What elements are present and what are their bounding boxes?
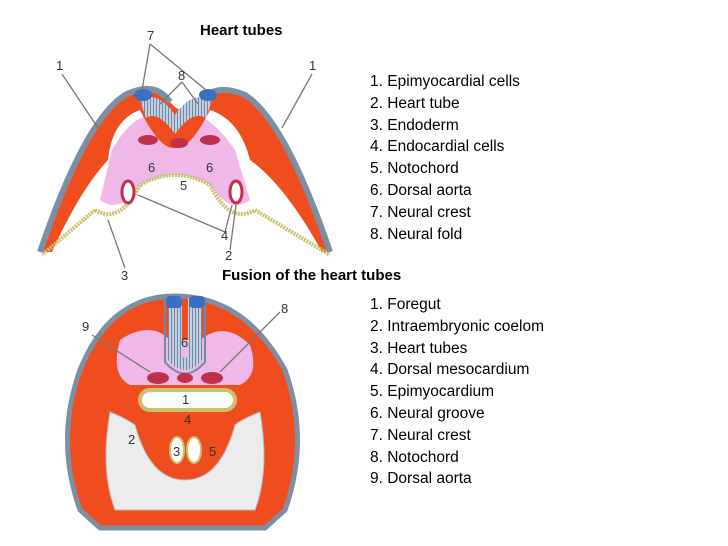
legend-item: 1. Foregut — [370, 296, 441, 313]
legend-item: 6. Dorsal aorta — [370, 181, 472, 199]
neural-groove — [168, 298, 202, 370]
legend-item: 4. Endocardial cells — [370, 138, 505, 156]
callout-5: 5 — [180, 178, 187, 193]
notochord — [177, 373, 193, 383]
neural-crest-right — [199, 89, 217, 101]
callout-1-left: 1 — [56, 58, 63, 73]
dorsal-aorta-left — [138, 135, 158, 145]
callout-3: 3 — [173, 444, 180, 459]
ectoderm-layer — [37, 85, 333, 253]
legend-item: 5. Notochord — [370, 160, 459, 178]
heart-tube-right — [186, 436, 202, 464]
callout-7: 7 — [147, 28, 154, 43]
callout-3: 3 — [121, 268, 128, 280]
callout-6-right: 6 — [206, 160, 213, 175]
notochord — [170, 138, 188, 148]
legend-item: 8. Notochord — [370, 448, 459, 466]
callout-1: 1 — [182, 392, 189, 407]
legend-item: 4. Dorsal mesocardium — [370, 361, 530, 379]
legend-item: 2. Heart tube — [370, 94, 460, 112]
legend-item: 2. Intraembryonic coelom — [370, 317, 545, 335]
callout-4: 4 — [184, 412, 191, 427]
legend-item: 5. Epimyocardium — [370, 383, 495, 401]
fusion-illustration: 9 8 6 1 4 2 3 5 — [65, 293, 300, 531]
heart-tube-left — [169, 436, 185, 464]
legend-item: 1. Epimyocardial cells — [370, 73, 520, 90]
heart-tubes-legend: 1. Epimyocardial cells 2. Heart tube 3. … — [370, 71, 520, 245]
mesoderm-layer — [40, 88, 330, 253]
callout-8: 8 — [281, 301, 288, 316]
legend-item: 7. Neural crest — [370, 426, 471, 444]
neural-plate — [140, 97, 212, 134]
callout-4: 4 — [221, 228, 228, 243]
dorsal-aorta-left — [147, 372, 169, 384]
callout-2: 2 — [128, 432, 135, 447]
heart-tube-right — [228, 179, 244, 205]
callout-1-right: 1 — [309, 58, 316, 73]
dorsal-mesocardium — [180, 412, 190, 430]
neural-crest-right — [189, 296, 205, 308]
callout-8: 8 — [178, 68, 185, 83]
foregut — [138, 388, 237, 412]
dorsal-aorta-right — [200, 135, 220, 145]
intraembryonic-coelom — [105, 411, 265, 511]
fusion-title: Fusion of the heart tubes — [222, 267, 402, 284]
neural-crest-left — [134, 89, 152, 101]
legend-item: 6. Neural groove — [370, 404, 485, 422]
callout-5: 5 — [209, 444, 216, 459]
heart-tubes-illustration: 1 1 7 8 6 6 5 4 2 3 — [37, 28, 333, 280]
heart-tube-left — [120, 179, 136, 205]
legend-item: 8. Neural fold — [370, 225, 463, 243]
callout-6-left: 6 — [148, 160, 155, 175]
legend-item: 3. Heart tubes — [370, 339, 468, 357]
legend-item: 7. Neural crest — [370, 203, 471, 221]
callout-2: 2 — [225, 248, 232, 263]
dorsal-aorta-right — [201, 372, 223, 384]
callout-9: 9 — [82, 319, 89, 334]
neural-crest-left — [166, 296, 182, 308]
legend-item: 9. Dorsal aorta — [370, 470, 472, 488]
callout-6: 6 — [181, 335, 188, 350]
fusion-legend: 1. Foregut 2. Intraembryonic coelom 3. H… — [370, 294, 544, 490]
heart-tubes-title: Heart tubes — [200, 22, 283, 39]
legend-item: 3. Endoderm — [370, 116, 459, 134]
mesenchyme-region — [116, 330, 254, 385]
